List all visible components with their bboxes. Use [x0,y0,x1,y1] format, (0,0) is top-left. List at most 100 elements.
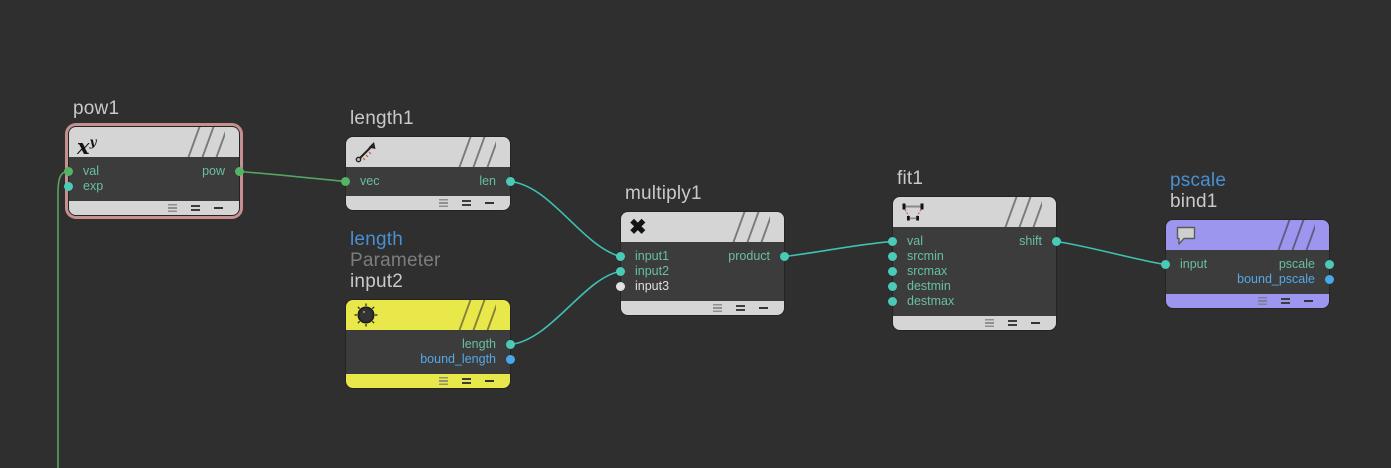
input-port-dot[interactable] [888,297,897,306]
output-port-dot[interactable] [506,340,515,349]
node-footer [893,316,1056,330]
header-stripes [1004,197,1042,227]
node-box-length1[interactable]: vec len [341,136,515,211]
output-port-dot[interactable] [1325,275,1334,284]
node-title: pow1 [73,98,240,119]
output-port-label: length [461,337,496,351]
input-port-label: val [907,234,923,248]
flag-badge-icon[interactable] [439,377,448,385]
output-port-label: pscale [1278,257,1315,271]
flag-badge-icon[interactable] [1258,297,1267,305]
node-header[interactable] [893,197,1056,227]
input-port-label: vec [360,174,380,188]
wire-length1-len-to-multiply1-input1[interactable] [510,180,621,258]
port-row: input1 product [616,249,789,264]
port-row: srcmax [888,264,1056,279]
flag-badge-icon[interactable] [439,199,448,207]
flag-badge-icon[interactable] [485,380,494,382]
node-body: input pscale bound_pscale [1161,250,1334,294]
flag-badge-icon[interactable] [191,205,200,211]
node-multiply1: multiply1 ✖ input1 product input2 [616,183,789,316]
wire-fit1-shift-to-bind1-input[interactable] [1056,240,1166,266]
node-name-label: length1 [350,108,414,129]
flag-badge-icon[interactable] [214,207,223,209]
node-box-bind1[interactable]: input pscale bound_pscale [1161,219,1334,309]
input-port-dot[interactable] [616,282,625,291]
input-port-dot[interactable] [341,177,350,186]
input-port-label: input1 [635,249,670,263]
node-body: vec len [341,167,515,196]
node-body: input1 product input2 input3 [616,242,789,301]
flag-badge-icon[interactable] [736,305,745,311]
input-port-label: input [1180,257,1208,271]
wire-multiply1-product-to-fit1-val[interactable] [784,240,893,258]
node-body: length bound_length [346,330,515,374]
output-port-dot[interactable] [780,252,789,261]
flag-badge-icon[interactable] [168,204,177,212]
node-body: val pow exp [64,157,244,201]
output-port-dot[interactable] [1052,237,1061,246]
flag-badge-icon[interactable] [1304,300,1313,302]
output-port-label: pow [202,164,225,178]
input-port-dot[interactable] [616,267,625,276]
flag-badge-icon[interactable] [985,319,994,327]
flag-badge-icon[interactable] [1031,322,1040,324]
input-port-label: destmax [907,294,955,308]
input-port-label: exp [83,179,104,193]
node-footer [346,196,510,210]
node-title: multiply1 [625,183,785,204]
node-box-input2[interactable]: length bound_length [345,299,515,389]
node-name-label: fit1 [897,168,924,189]
port-row: exp [64,179,239,194]
node-title: length Parameter input2 [350,229,511,292]
header-stripes [732,212,770,242]
flag-badge-icon[interactable] [462,378,471,384]
node-footer [346,374,510,388]
input-port-dot[interactable] [888,237,897,246]
output-port-dot[interactable] [506,177,515,186]
port-row: vec len [341,174,515,189]
flag-badge-icon[interactable] [759,307,768,309]
multiply-icon: ✖ [629,216,647,239]
parameter-knob-icon [354,303,378,327]
flag-badge-icon[interactable] [485,202,494,204]
input-port-dot[interactable] [888,282,897,291]
node-header[interactable] [1166,220,1329,250]
input-port-dot[interactable] [888,267,897,276]
input-port-dot[interactable] [64,167,73,176]
node-header[interactable]: xy [69,127,239,159]
port-row: length [346,337,515,352]
header-stripes [458,137,496,167]
input-port-dot[interactable] [1161,260,1170,269]
node-box-pow1[interactable]: xy val pow exp [64,126,244,216]
node-box-fit1[interactable]: val shift srcmin srcmax destmin [888,196,1061,331]
node-input2: length Parameter input2 [345,229,515,389]
parameter-name-label: pscale [1170,170,1227,191]
node-header[interactable]: ✖ [621,212,784,242]
flag-badge-icon[interactable] [713,304,722,312]
port-row: input pscale [1161,257,1334,272]
input-port-dot[interactable] [888,252,897,261]
flag-badge-icon[interactable] [1281,298,1290,304]
output-port-dot[interactable] [235,167,244,176]
input-port-dot[interactable] [616,252,625,261]
wire-offscreen-to-pow1-val[interactable] [57,170,69,468]
port-row: destmin [888,279,1056,294]
node-header[interactable] [346,137,510,167]
output-port-label: product [728,249,770,263]
output-port-dot[interactable] [506,355,515,364]
port-row: val shift [888,234,1061,249]
port-row: val pow [64,164,244,179]
flag-badge-icon[interactable] [462,200,471,206]
node-header[interactable] [346,300,510,330]
wire-pow1-pow-to-length1-vec[interactable] [239,170,346,183]
wire-input2-length-to-multiply1-input2[interactable] [510,270,621,346]
output-port-label: bound_pscale [1237,272,1315,286]
node-box-multiply1[interactable]: ✖ input1 product input2 input3 [616,211,789,316]
output-port-dot[interactable] [1325,260,1334,269]
input-port-dot[interactable] [64,182,73,191]
input-port-label: input2 [635,264,670,278]
node-bind1: pscale bind1 input pscale [1161,170,1334,309]
flag-badge-icon[interactable] [1008,320,1017,326]
